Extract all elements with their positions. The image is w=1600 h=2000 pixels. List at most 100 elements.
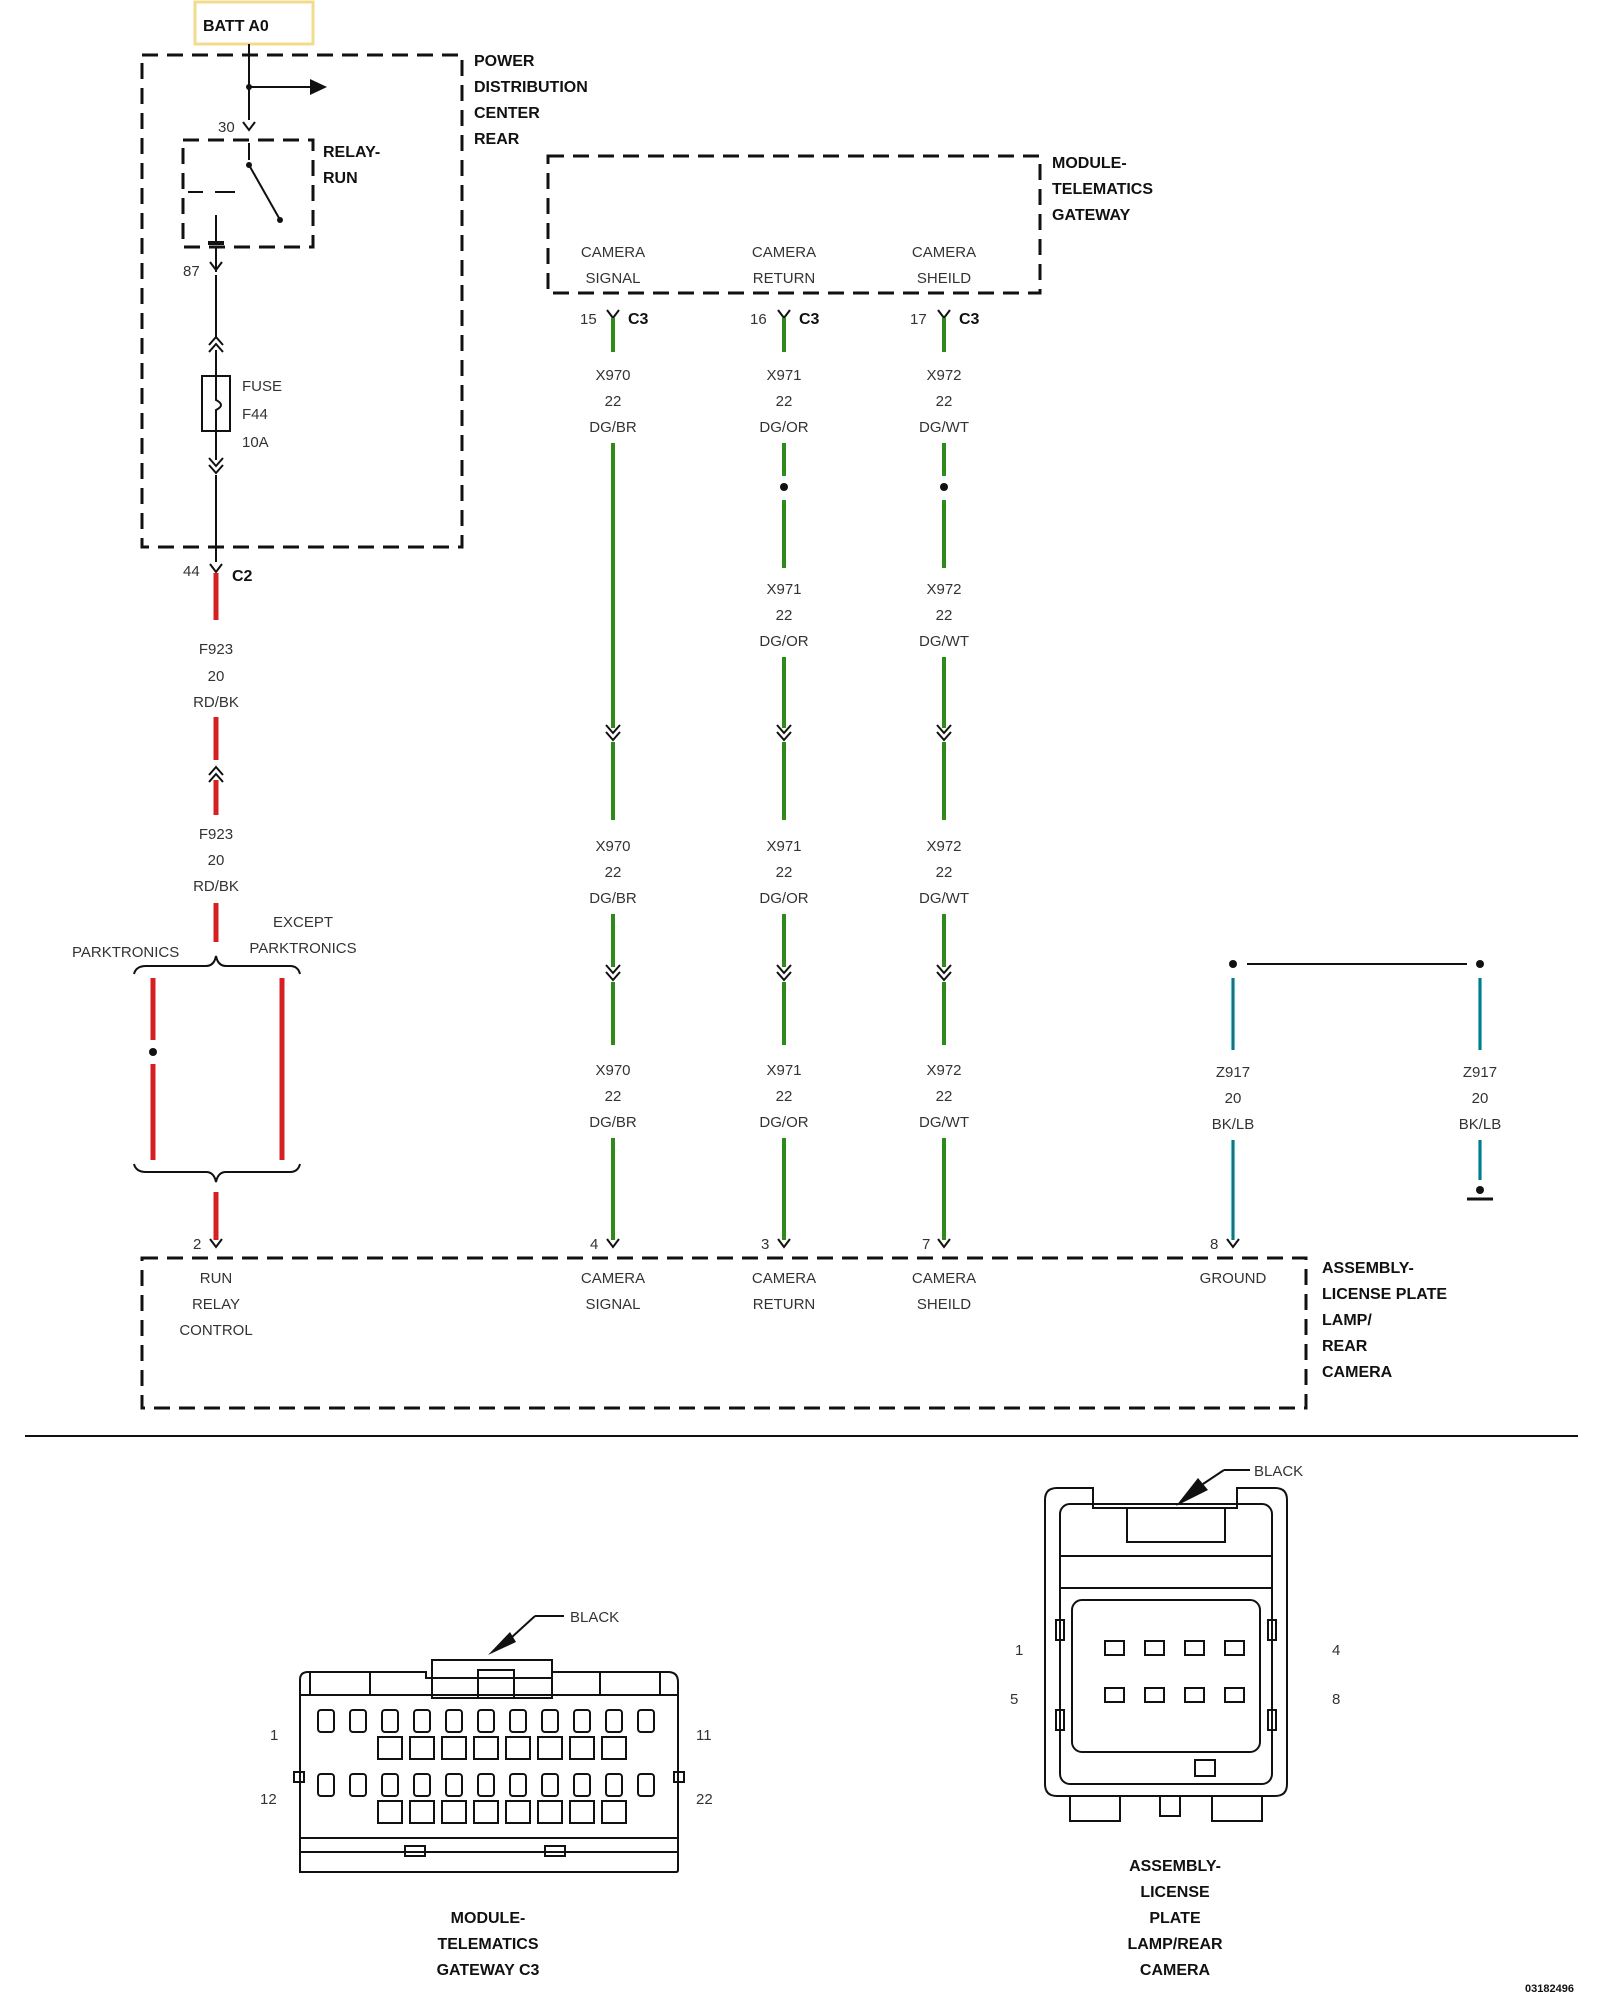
- svg-text:22: 22: [936, 607, 953, 624]
- svg-text:TELEMATICS: TELEMATICS: [1052, 181, 1153, 198]
- left-connector-caption: MODULE- TELEMATICS GATEWAY C3: [437, 1910, 540, 1979]
- svg-text:DG/OR: DG/OR: [759, 419, 808, 436]
- svg-text:BK/LB: BK/LB: [1459, 1116, 1502, 1133]
- svg-text:CAMERA: CAMERA: [581, 1270, 645, 1287]
- relay-title: RELAY- RUN: [323, 144, 380, 187]
- svg-text:DISTRIBUTION: DISTRIBUTION: [474, 79, 588, 96]
- svg-text:DG/OR: DG/OR: [759, 1114, 808, 1131]
- right-connector-color: BLACK: [1254, 1463, 1303, 1480]
- svg-text:LAMP/REAR: LAMP/REAR: [1127, 1936, 1223, 1953]
- svg-text:PARKTRONICS: PARKTRONICS: [249, 940, 356, 957]
- svg-text:X970: X970: [595, 367, 630, 384]
- wire-label-x972-2: X972 22 DG/WT: [919, 581, 969, 650]
- svg-text:MODULE-: MODULE-: [1052, 155, 1127, 172]
- svg-text:DG/BR: DG/BR: [589, 890, 637, 907]
- svg-text:RELAY: RELAY: [192, 1296, 240, 1313]
- svg-text:DG/OR: DG/OR: [759, 633, 808, 650]
- except-parktronics-label: EXCEPT PARKTRONICS: [249, 914, 356, 957]
- batt-box: [193, 0, 315, 46]
- svg-text:POWER: POWER: [474, 53, 535, 70]
- connector-c3-a: C3: [628, 311, 649, 328]
- svg-text:CONTROL: CONTROL: [179, 1322, 252, 1339]
- svg-text:22: 22: [776, 607, 793, 624]
- svg-text:PLATE: PLATE: [1149, 1910, 1201, 1927]
- wire-label-x971-2: X971 22 DG/OR: [759, 581, 808, 650]
- svg-text:SIGNAL: SIGNAL: [585, 270, 640, 287]
- right-pin-1: 1: [1015, 1642, 1023, 1659]
- svg-text:20: 20: [1472, 1090, 1489, 1107]
- svg-text:MODULE-: MODULE-: [451, 1910, 526, 1927]
- svg-text:X971: X971: [766, 838, 801, 855]
- svg-text:X972: X972: [926, 367, 961, 384]
- svg-text:F923: F923: [199, 826, 233, 843]
- svg-text:22: 22: [936, 864, 953, 881]
- connector-c3-b: C3: [799, 311, 820, 328]
- pin-30: 30: [218, 119, 235, 136]
- svg-text:FUSE: FUSE: [242, 378, 282, 395]
- svg-text:CAMERA: CAMERA: [912, 244, 976, 261]
- pdc-title: POWER DISTRIBUTION CENTER REAR: [474, 53, 588, 148]
- wire-label-x972-1: X972 22 DG/WT: [919, 367, 969, 436]
- assembly-pin-ground: GROUND: [1200, 1270, 1267, 1287]
- svg-text:RELAY-: RELAY-: [323, 144, 380, 161]
- module-telematics-title: MODULE- TELEMATICS GATEWAY: [1052, 155, 1153, 224]
- wire-label-z917-2: Z917 20 BK/LB: [1459, 1064, 1502, 1133]
- svg-text:RUN: RUN: [200, 1270, 233, 1287]
- svg-text:CAMERA: CAMERA: [581, 244, 645, 261]
- svg-text:20: 20: [1225, 1090, 1242, 1107]
- license-plate-camera-connector: [1044, 1487, 1288, 1822]
- pin-8: 8: [1210, 1236, 1218, 1253]
- svg-text:CAMERA: CAMERA: [752, 1270, 816, 1287]
- svg-text:BK/LB: BK/LB: [1212, 1116, 1255, 1133]
- right-connector-caption: ASSEMBLY- LICENSE PLATE LAMP/REAR CAMERA: [1127, 1858, 1223, 1979]
- svg-text:CAMERA: CAMERA: [1322, 1364, 1393, 1381]
- svg-text:DG/WT: DG/WT: [919, 890, 969, 907]
- wire-label-x971-1: X971 22 DG/OR: [759, 367, 808, 436]
- pdc-outline: [140, 53, 464, 549]
- svg-text:SIGNAL: SIGNAL: [585, 1296, 640, 1313]
- module-pin-camera-sheild: CAMERA SHEILD: [912, 244, 976, 287]
- svg-text:RD/BK: RD/BK: [193, 694, 239, 711]
- assembly-outline: [140, 1256, 1308, 1410]
- svg-text:SHEILD: SHEILD: [917, 1296, 971, 1313]
- arrow-icon: [1176, 1478, 1208, 1506]
- wire-label-x972-4: X972 22 DG/WT: [919, 1062, 969, 1131]
- svg-text:RETURN: RETURN: [753, 1296, 816, 1313]
- svg-text:REAR: REAR: [474, 131, 520, 148]
- assembly-pin-camera-return: CAMERA RETURN: [752, 1270, 816, 1313]
- svg-text:RD/BK: RD/BK: [193, 878, 239, 895]
- svg-text:X971: X971: [766, 1062, 801, 1079]
- svg-text:22: 22: [605, 1088, 622, 1105]
- svg-text:20: 20: [208, 668, 225, 685]
- assembly-pin-run-relay: RUN RELAY CONTROL: [179, 1270, 252, 1339]
- pin-2: 2: [193, 1236, 201, 1253]
- left-pin-22: 22: [696, 1791, 713, 1808]
- right-pin-8: 8: [1332, 1691, 1340, 1708]
- assembly-title: ASSEMBLY- LICENSE PLATE LAMP/ REAR CAMER…: [1322, 1260, 1447, 1381]
- assembly-pin-camera-sheild: CAMERA SHEILD: [912, 1270, 976, 1313]
- connector-c3-c: C3: [959, 311, 980, 328]
- assembly-pin-camera-signal: CAMERA SIGNAL: [581, 1270, 645, 1313]
- wire-label-f923-1: F923 20 RD/BK: [193, 641, 239, 711]
- pin-7: 7: [922, 1236, 930, 1253]
- module-pin-camera-return: CAMERA RETURN: [752, 244, 816, 287]
- svg-text:20: 20: [208, 852, 225, 869]
- svg-text:X972: X972: [926, 581, 961, 598]
- svg-text:RUN: RUN: [323, 170, 358, 187]
- branch-brace-top: [133, 955, 301, 975]
- right-pin-5: 5: [1010, 1691, 1018, 1708]
- parktronics-label: PARKTRONICS: [72, 944, 179, 961]
- module-pin-camera-signal: CAMERA SIGNAL: [581, 244, 645, 287]
- svg-text:LAMP/: LAMP/: [1322, 1312, 1372, 1329]
- svg-text:22: 22: [776, 864, 793, 881]
- left-pin-12: 12: [260, 1791, 277, 1808]
- svg-text:SHEILD: SHEILD: [917, 270, 971, 287]
- pin-15: 15: [580, 311, 597, 328]
- connector-c2: C2: [232, 568, 253, 585]
- fuse-label: FUSE F44 10A: [242, 378, 282, 451]
- svg-text:CAMERA: CAMERA: [752, 244, 816, 261]
- svg-text:X970: X970: [595, 1062, 630, 1079]
- wire-label-x972-3: X972 22 DG/WT: [919, 838, 969, 907]
- svg-text:X971: X971: [766, 581, 801, 598]
- wire-label-x970-2: X970 22 DG/BR: [589, 838, 637, 907]
